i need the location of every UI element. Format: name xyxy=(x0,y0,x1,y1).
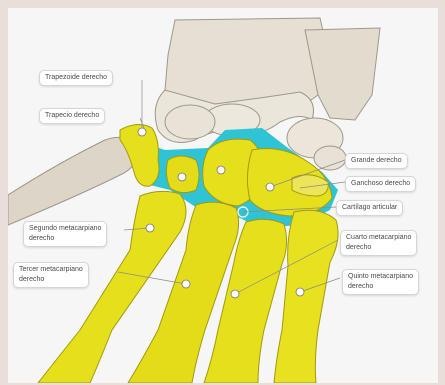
label-trapecio[interactable]: Trapecio derecho xyxy=(39,108,105,124)
tercer-pin[interactable] xyxy=(182,280,190,288)
label-tercer-line2: derecho xyxy=(19,275,83,285)
trapecio-pin[interactable] xyxy=(138,128,146,136)
label-cartilago-text: Cartílago articular xyxy=(342,204,397,211)
quinto-pin[interactable] xyxy=(296,288,304,296)
label-tercer-line1: Tercer metacarpiano xyxy=(19,265,83,275)
label-ganchoso[interactable]: Ganchoso derecho xyxy=(345,176,416,192)
cuarto-pin[interactable] xyxy=(231,290,239,298)
label-cartilago[interactable]: Cartílago articular xyxy=(336,200,403,216)
label-trapezoide[interactable]: Trapezoide derecho xyxy=(39,70,113,86)
grande-pin[interactable] xyxy=(217,166,225,174)
scaphoid-bone xyxy=(165,105,215,139)
trapezoide-pin[interactable] xyxy=(178,173,186,181)
label-quinto-line1: Quinto metacarpiano xyxy=(348,272,413,282)
label-segundo-line2: derecho xyxy=(29,234,101,244)
label-cuarto-line1: Cuarto metacarpiano xyxy=(346,233,411,243)
label-cuarto-metacarpiano[interactable]: Cuarto metacarpiano derecho xyxy=(340,230,417,256)
pisiform-bone xyxy=(314,146,346,170)
ganchoso-pin[interactable] xyxy=(266,183,274,191)
label-cuarto-line2: derecho xyxy=(346,243,411,253)
hand-bones-illustration xyxy=(8,8,438,383)
label-quinto-line2: derecho xyxy=(348,282,413,292)
label-segundo-metacarpiano[interactable]: Segundo metacarpiano derecho xyxy=(23,221,107,247)
label-ganchoso-text: Ganchoso derecho xyxy=(351,180,410,187)
label-grande-text: Grande derecho xyxy=(351,157,402,164)
label-trapecio-text: Trapecio derecho xyxy=(45,112,99,119)
segundo-pin[interactable] xyxy=(146,224,154,232)
anatomy-viewer: Trapezoide derecho Trapecio derecho Gran… xyxy=(8,8,438,383)
label-trapezoide-text: Trapezoide derecho xyxy=(45,74,107,81)
label-grande[interactable]: Grande derecho xyxy=(345,153,408,169)
label-tercer-metacarpiano[interactable]: Tercer metacarpiano derecho xyxy=(13,262,89,288)
label-segundo-line1: Segundo metacarpiano xyxy=(29,224,101,234)
label-quinto-metacarpiano[interactable]: Quinto metacarpiano derecho xyxy=(342,269,419,295)
